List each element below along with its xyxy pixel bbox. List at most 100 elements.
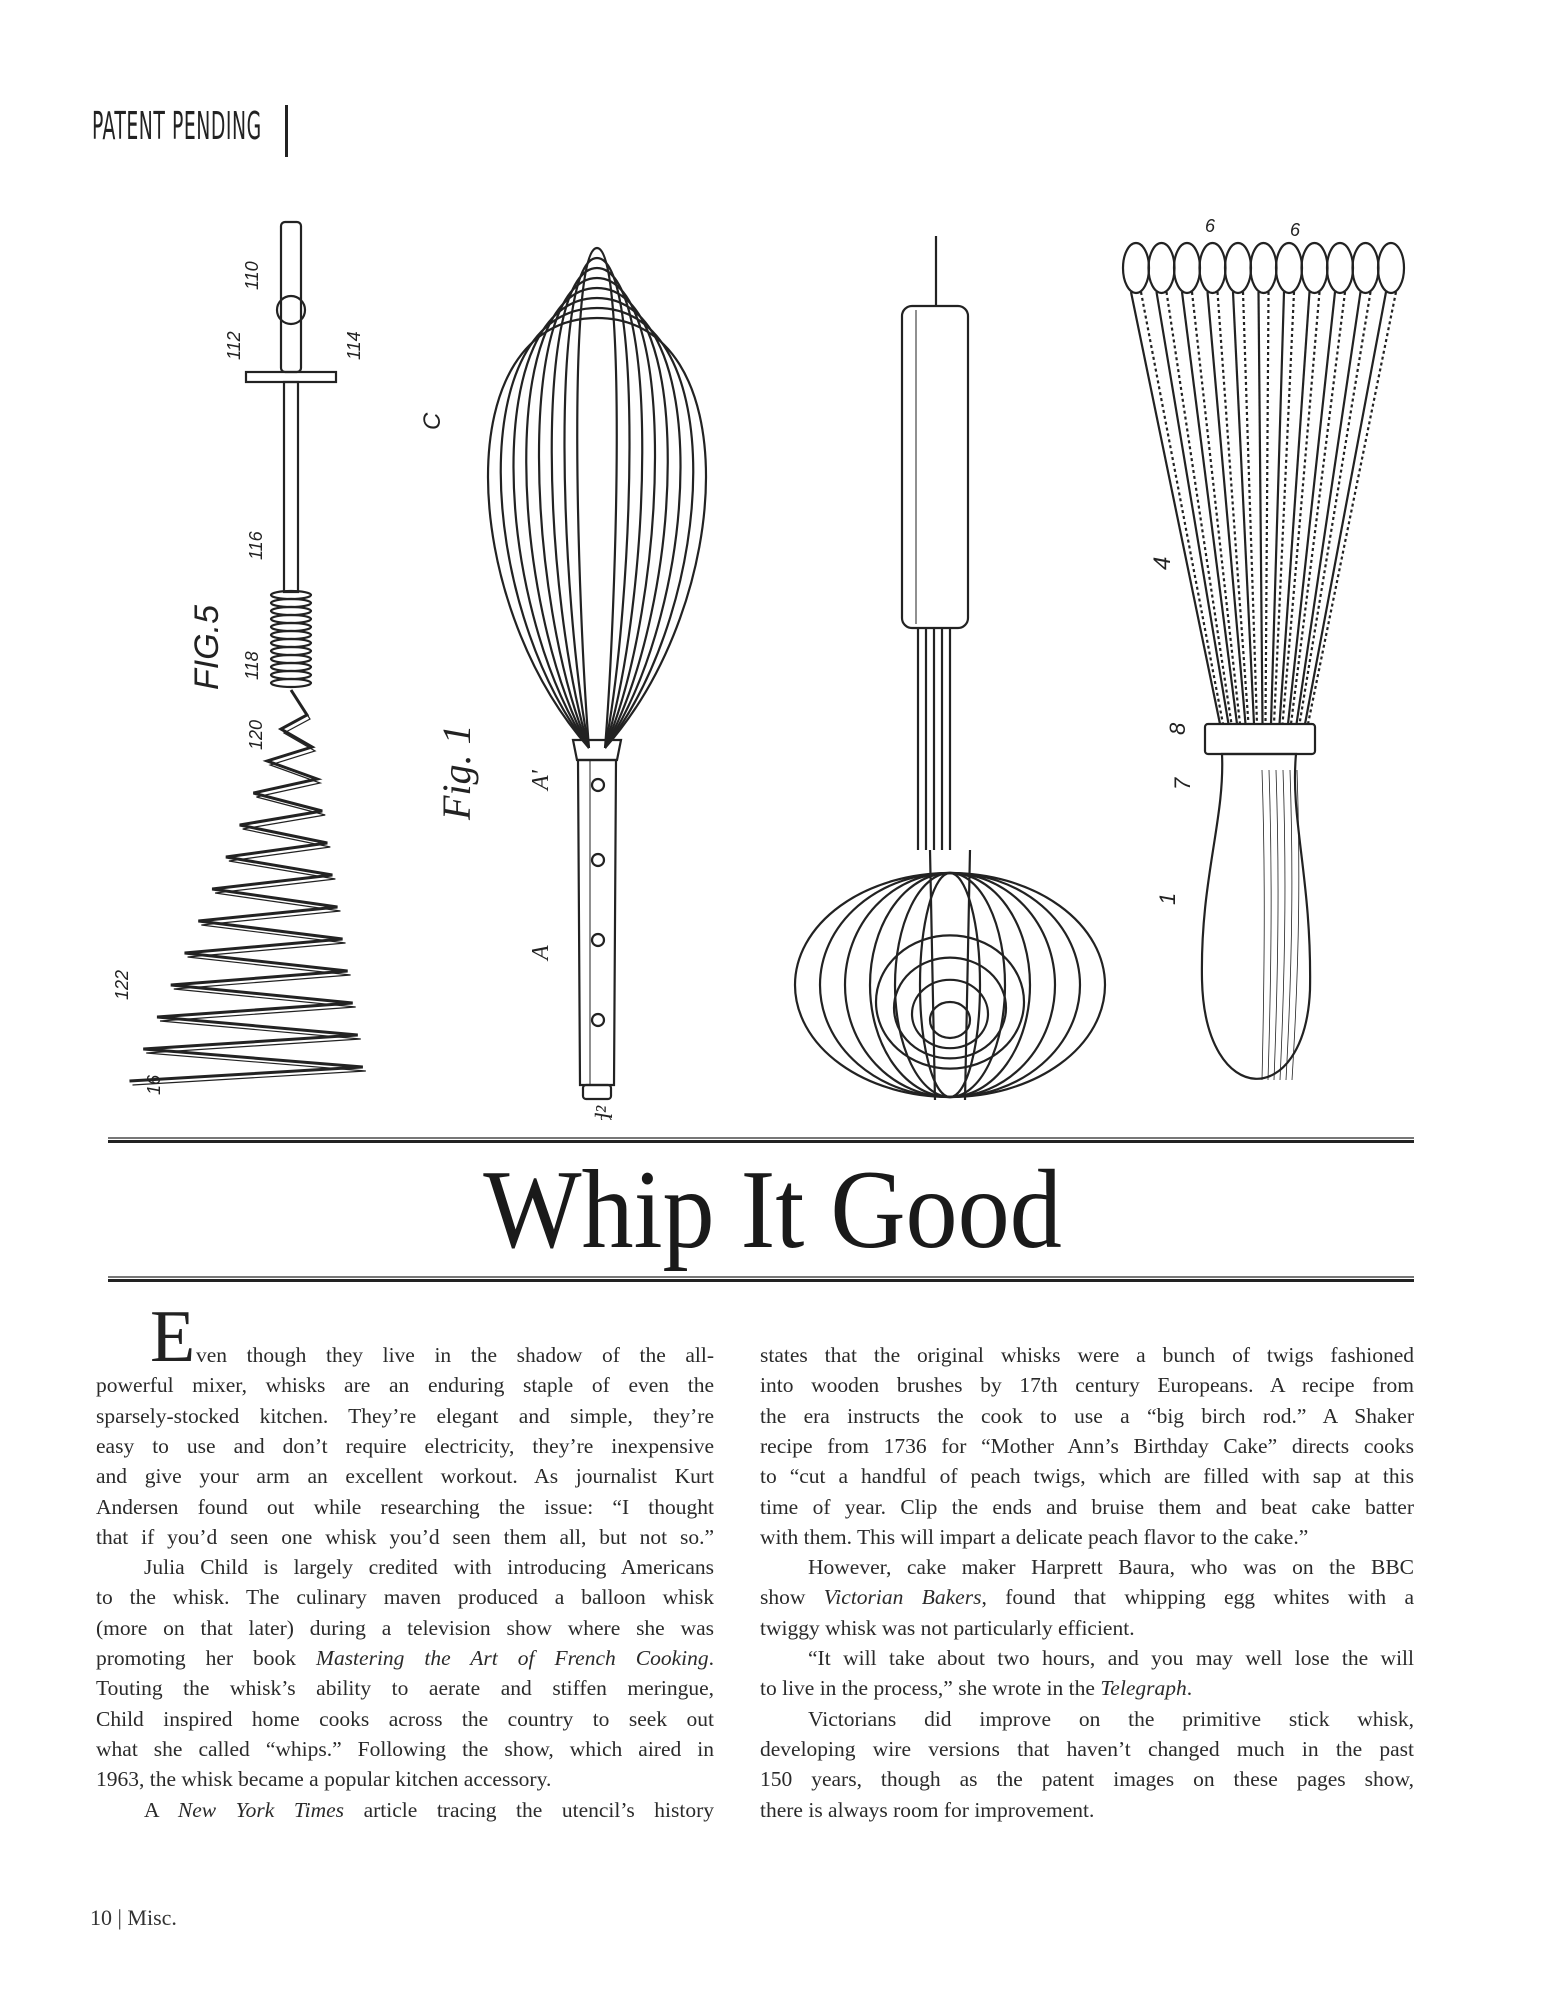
text-run: A <box>144 1797 178 1822</box>
text-line: 1963, the whisk became a popular kitchen… <box>96 1764 714 1794</box>
handle-grain <box>1273 769 1279 1081</box>
text-run: developing wire versions that haven’t ch… <box>760 1736 1414 1761</box>
balloon-wire <box>512 296 682 749</box>
text-line: Victorians did improve on the primitive … <box>760 1704 1414 1734</box>
title-rule-bottom <box>108 1276 1414 1282</box>
twisted-wire <box>1206 291 1247 725</box>
handle-grain <box>1285 769 1293 1081</box>
text-run: easy to use and don’t require electricit… <box>96 1433 714 1458</box>
text-line: developing wire versions that haven’t ch… <box>760 1734 1414 1764</box>
text-line: 150 years, though as the patent images o… <box>760 1764 1414 1794</box>
text-run: 1963, the whisk became a popular kitchen… <box>96 1767 552 1792</box>
label-120: 120 <box>246 720 266 750</box>
text-line: promoting her book Mastering the Art of … <box>96 1643 714 1673</box>
spring-coil <box>269 613 313 625</box>
italic-title: Telegraph <box>1100 1676 1187 1701</box>
label-c: C <box>419 412 446 430</box>
text-run: (more on that later) during a television… <box>96 1615 714 1640</box>
text-run: to live in the process,” she wrote in th… <box>760 1676 1101 1701</box>
text-line: easy to use and don’t require electricit… <box>96 1431 714 1461</box>
text-run: promoting her book <box>96 1646 317 1670</box>
twisted-wire-twist <box>1216 291 1250 725</box>
spiral-wire <box>129 689 363 1083</box>
text-run: Andersen found out while researching the… <box>96 1494 714 1519</box>
text-run: to “cut a handful of peach twigs, which … <box>760 1464 1414 1489</box>
italic-title: New York Times <box>177 1797 345 1822</box>
twisted-wire <box>1278 291 1311 725</box>
whisk-washer <box>244 370 338 384</box>
text-run: Victorians did improve on the primitive … <box>808 1706 1414 1731</box>
balloon-whisk-illustration <box>486 246 708 1101</box>
wire-loop <box>1300 241 1329 295</box>
wire-loop <box>1376 241 1406 295</box>
handle-grain <box>1279 769 1286 1081</box>
balloon-wire <box>576 246 618 749</box>
italic-title: Mastering the Art of French Cooking <box>316 1646 709 1670</box>
text-line: show Victorian Bakers, found that whippi… <box>760 1582 1414 1612</box>
fig5-label: FIG.5 <box>188 605 226 690</box>
whisk-shaft <box>282 380 300 594</box>
text-line: Andersen found out while researching the… <box>96 1492 714 1522</box>
label-112: 112 <box>224 331 244 360</box>
label-116: 116 <box>246 530 266 560</box>
spring-coil <box>269 597 313 609</box>
text-run: However, cake maker Harprett Baura, who … <box>808 1555 1414 1580</box>
handle-grain <box>1267 769 1272 1081</box>
label-4: 4 <box>1149 557 1176 570</box>
text-line: twiggy whisk was not particularly effici… <box>760 1613 1414 1643</box>
kicker-divider <box>285 105 288 157</box>
spiral-whisk-illustration <box>129 220 366 1086</box>
label-110: 110 <box>242 261 262 290</box>
label-d2: d² <box>592 1105 618 1120</box>
text-run: and give your arm an excellent workout. … <box>96 1464 714 1489</box>
text-run: to the whisk. The culinary maven produce… <box>96 1585 714 1610</box>
wire-loop <box>1147 241 1176 295</box>
balloon-wire <box>550 266 644 749</box>
text-run: Julia Child is largely credited with int… <box>144 1555 714 1580</box>
wooden-handle <box>1200 752 1312 1080</box>
label-16: 16 <box>144 1074 164 1095</box>
cage-wire <box>893 871 1007 1099</box>
label-114: 114 <box>344 331 364 360</box>
twisted-wire-twist <box>1139 291 1225 725</box>
balloon-wire <box>563 256 631 749</box>
wire-band <box>1203 722 1317 756</box>
balloon-wire <box>537 276 657 749</box>
spring-coil <box>269 677 313 689</box>
handle-grain <box>1291 769 1300 1081</box>
section-kicker: PATENT PENDING <box>92 104 262 148</box>
wire-loop <box>1198 241 1227 295</box>
text-line: powerful mixer, whisks are an enduring s… <box>96 1370 714 1400</box>
twisted-wire-twist <box>1241 291 1259 725</box>
handle-grain <box>1261 769 1265 1081</box>
text-run: “It will take about two hours, and you m… <box>808 1646 1414 1670</box>
twisted-wire <box>1295 291 1362 725</box>
text-line: that if you’d seen one whisk you’d seen … <box>96 1522 714 1552</box>
label-7: 7 <box>1170 777 1195 790</box>
wire-loop <box>1249 241 1278 295</box>
text-line: into wooden brushes by 17th century Euro… <box>760 1370 1414 1400</box>
wire-loop <box>1223 241 1253 295</box>
text-line: (more on that later) during a television… <box>96 1613 714 1643</box>
label-8: 8 <box>1165 722 1190 735</box>
label-122: 122 <box>112 970 132 1000</box>
text-run: time of year. Clip the ends and bruise t… <box>760 1494 1414 1519</box>
text-line: to “cut a handful of peach twigs, which … <box>760 1461 1414 1491</box>
fig1-label: Fig. 1 <box>434 724 479 821</box>
spring-coil <box>269 653 313 665</box>
spring-coil <box>269 605 313 617</box>
spiral-wire-shadow <box>132 693 366 1086</box>
text-run: ven though they live in the shadow of th… <box>196 1343 714 1367</box>
spring-coil <box>269 645 313 657</box>
handle-rivet <box>590 777 606 793</box>
label-1: 1 <box>1155 893 1180 905</box>
text-run: , found that whipping egg whites with a <box>981 1585 1414 1610</box>
article-title: Whip It Good <box>483 1148 1062 1272</box>
label-118: 118 <box>242 651 262 680</box>
text-line: Child inspired home cooks across the cou… <box>96 1704 714 1734</box>
text-line: time of year. Clip the ends and bruise t… <box>760 1492 1414 1522</box>
label-6a: 6 <box>1205 216 1216 236</box>
cage-wire <box>818 871 1082 1099</box>
patent-illustrations: FIG.5 Fig. 1 C A' A d² 110 112 114 116 1… <box>112 216 1406 1120</box>
twisted-wire-twist <box>1298 291 1372 725</box>
